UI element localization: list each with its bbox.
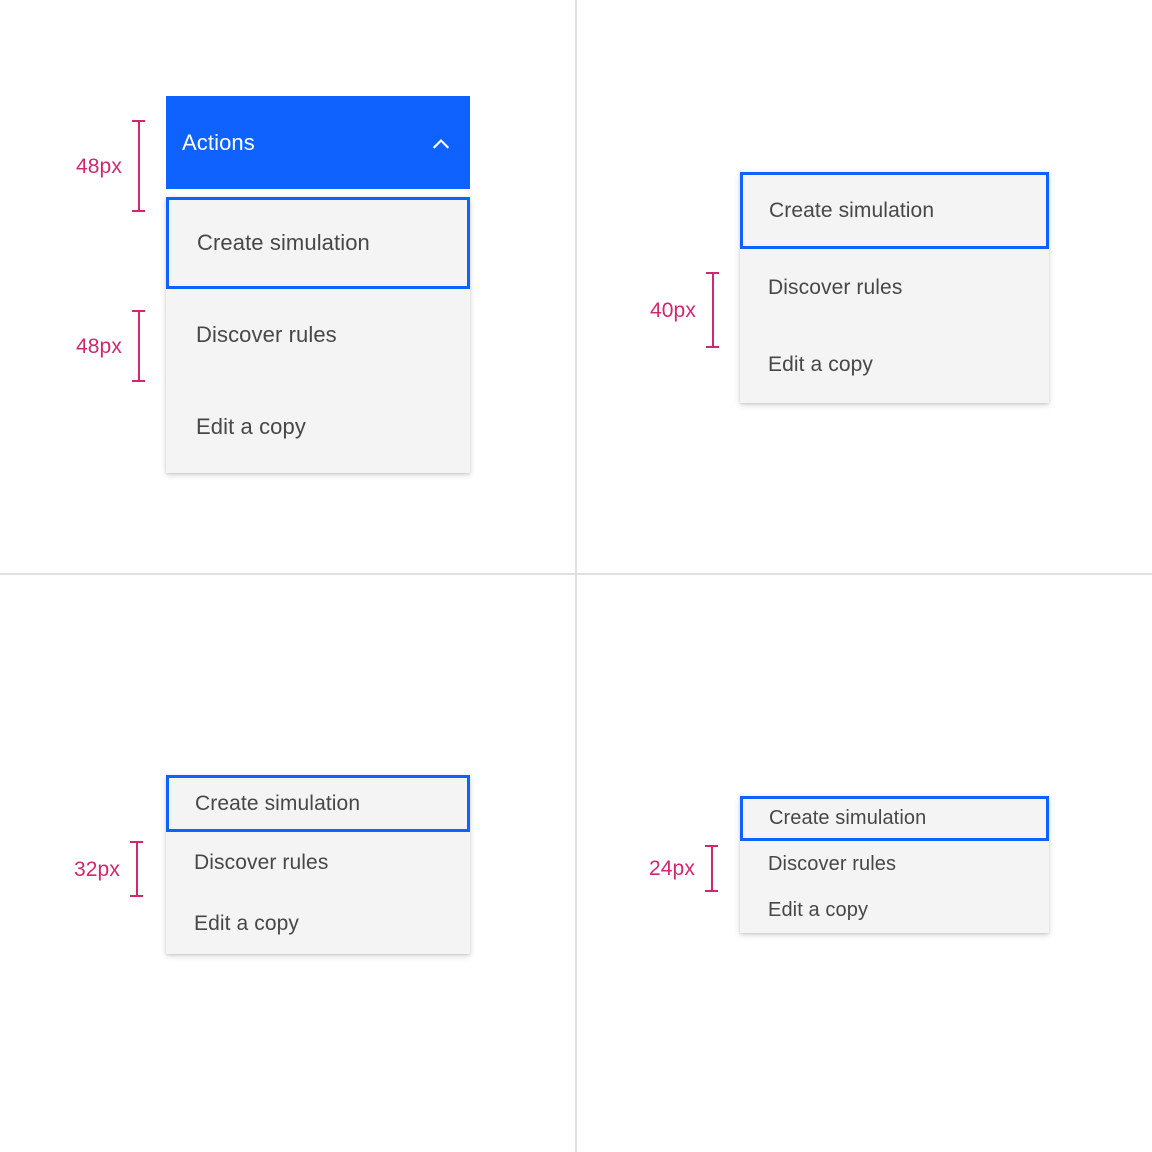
measure-annotation-40-item: 40px (650, 272, 719, 348)
measure-stem (135, 841, 138, 897)
horizontal-divider (0, 573, 1152, 575)
measure-stem (137, 310, 140, 382)
menu-item-create-simulation[interactable]: Create simulation (166, 775, 470, 832)
measure-label-48-trigger: 48px (76, 154, 122, 178)
measure-cap-bottom (131, 380, 145, 382)
measure-stem (137, 120, 140, 212)
menu-item-create-simulation[interactable]: Create simulation (740, 172, 1049, 249)
menu-item-discover-rules[interactable]: Discover rules (166, 289, 470, 381)
dropdown-menu-32: Create simulation Discover rules Edit a … (166, 775, 470, 954)
menu-item-discover-rules[interactable]: Discover rules (166, 832, 470, 893)
measure-annotation-32-item: 32px (74, 841, 143, 897)
menu-item-edit-a-copy[interactable]: Edit a copy (740, 887, 1049, 933)
menu-item-edit-a-copy[interactable]: Edit a copy (166, 381, 470, 473)
measure-bar (705, 272, 719, 348)
measure-bar (129, 841, 143, 897)
measure-bar (131, 310, 145, 382)
vertical-divider (575, 0, 577, 1152)
measure-annotation-48-trigger: 48px (76, 120, 145, 212)
measure-label-24-item: 24px (649, 857, 695, 880)
dropdown-trigger-label: Actions (182, 129, 255, 155)
measure-label-32-item: 32px (74, 857, 120, 881)
dropdown-menu-48: Create simulation Discover rules Edit a … (166, 197, 470, 473)
measure-cap-bottom (131, 210, 145, 212)
measure-cap-bottom (129, 895, 143, 897)
menu-item-create-simulation[interactable]: Create simulation (740, 796, 1049, 841)
measure-stem (710, 845, 713, 892)
dropdown-menu-40: Create simulation Discover rules Edit a … (740, 172, 1049, 403)
measure-bar (131, 120, 145, 212)
measure-annotation-48-item: 48px (76, 310, 145, 382)
menu-item-create-simulation[interactable]: Create simulation (166, 197, 470, 289)
measure-annotation-24-item: 24px (649, 845, 718, 892)
chevron-up-icon (428, 130, 454, 156)
measure-label-48-item: 48px (76, 334, 122, 358)
menu-item-edit-a-copy[interactable]: Edit a copy (740, 326, 1049, 403)
measure-bar (704, 845, 718, 892)
measure-cap-bottom (705, 346, 719, 348)
measure-stem (711, 272, 714, 348)
measure-label-40-item: 40px (650, 298, 696, 322)
menu-item-discover-rules[interactable]: Discover rules (740, 249, 1049, 326)
dropdown-menu-24: Create simulation Discover rules Edit a … (740, 796, 1049, 933)
measure-cap-bottom (704, 890, 718, 892)
menu-item-edit-a-copy[interactable]: Edit a copy (166, 893, 470, 954)
menu-item-discover-rules[interactable]: Discover rules (740, 841, 1049, 887)
dropdown-trigger-actions[interactable]: Actions (166, 96, 470, 189)
